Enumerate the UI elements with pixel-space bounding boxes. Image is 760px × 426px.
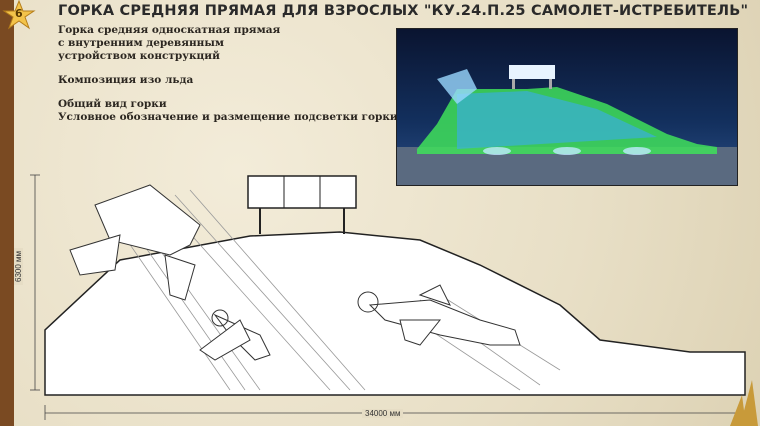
legend-line-1: Общий вид горки	[58, 98, 167, 110]
airplane-right	[357, 284, 521, 346]
number-badge: 6	[2, 0, 36, 30]
description-line-3: устройством конструкций	[58, 50, 220, 62]
laurel-decoration	[730, 380, 758, 426]
airplane-large	[69, 184, 201, 301]
legend-line-2: Условное обозначение и размещение подсве…	[58, 111, 398, 123]
description-line-1: Горка средняя односкатная прямая	[58, 24, 281, 36]
top-canopy	[247, 175, 357, 234]
night-lighting-render	[396, 28, 738, 186]
page-title: ГОРКА СРЕДНЯЯ ПРЯМАЯ ДЛЯ ВЗРОСЛЫХ "КУ.24…	[58, 3, 749, 19]
badge-number: 6	[15, 7, 23, 20]
description-line-2: с внутренним деревянным	[58, 37, 224, 49]
height-dimension: 6300 мм	[14, 247, 23, 285]
length-dimension: 34000 мм	[362, 409, 404, 418]
airplane-small	[199, 309, 271, 361]
composition-text: Композиция изо льда	[58, 74, 194, 86]
star-icon	[2, 0, 36, 30]
